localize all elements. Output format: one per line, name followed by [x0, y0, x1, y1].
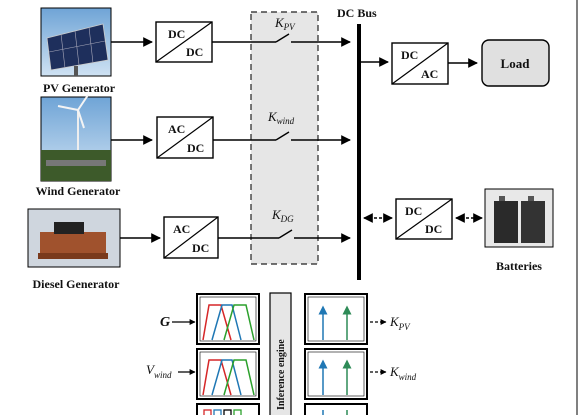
- input-vwind-label: Vwind: [146, 362, 172, 380]
- wind-converter: AC DC: [111, 116, 214, 159]
- output-kwind-main: K: [389, 364, 400, 379]
- inference-engine-box: [269, 292, 292, 415]
- load-branch: DC AC Load: [361, 39, 550, 87]
- input-g-label: G: [160, 315, 170, 330]
- pv-converter-out: DC: [186, 45, 203, 59]
- output-kwind-sub: wind: [399, 372, 417, 382]
- pv-generator: PV Generator: [40, 7, 116, 95]
- output-kwind-label: Kwind: [389, 364, 417, 382]
- input-mf-box-2: [196, 348, 260, 400]
- pv-converter: DC DC: [111, 21, 213, 63]
- output-kpv-sub: PV: [398, 322, 411, 332]
- wind-converter-in: AC: [168, 122, 185, 136]
- switch-panel: [250, 11, 319, 265]
- battery-branch: DC DC Batteries: [363, 188, 554, 273]
- svg-text:Kwind: Kwind: [267, 109, 295, 126]
- output-mf-box-3: [304, 403, 368, 415]
- switch-dg-sub: DG: [280, 214, 294, 224]
- pv-generator-label: PV Generator: [43, 81, 116, 95]
- output-kpv-label: KPV: [389, 314, 411, 332]
- output-mf-box-2: [304, 348, 368, 400]
- battery-converter-out: DC: [425, 222, 442, 236]
- switch-wind-sub: wind: [277, 116, 295, 126]
- batteries-label: Batteries: [496, 259, 542, 273]
- wind-generator-label: Wind Generator: [36, 184, 121, 198]
- load-box: [481, 39, 550, 87]
- wind-generator: Wind Generator: [36, 94, 121, 198]
- input-mf-box-1: [196, 293, 260, 345]
- diesel-converter: AC DC: [120, 216, 219, 259]
- battery-converter-in: DC: [405, 204, 422, 218]
- generator-icon: [38, 222, 108, 259]
- solar-panel-icon: [46, 23, 109, 76]
- switch-wind: Kwind: [213, 109, 351, 145]
- switch-dg-k: K: [271, 207, 282, 222]
- input-mf-box-3: [196, 403, 260, 415]
- diesel-generator: Diesel Generator: [27, 208, 121, 291]
- inference-engine-label: Inference engine: [276, 339, 287, 410]
- switch-wind-k: K: [267, 109, 278, 124]
- diesel-generator-label: Diesel Generator: [33, 277, 121, 291]
- diesel-converter-in: AC: [173, 222, 190, 236]
- switch-dg: KDG: [218, 207, 351, 243]
- output-kpv-main: K: [389, 314, 400, 329]
- battery-icon: [494, 196, 545, 243]
- fuzzy-controller: G Vwind Infer: [146, 292, 417, 415]
- input-vwind-sub: wind: [154, 370, 172, 380]
- input-vwind-main: V: [146, 362, 156, 377]
- load-converter-out: AC: [421, 67, 438, 81]
- diesel-converter-out: DC: [192, 241, 209, 255]
- wind-turbine-icon: [41, 94, 111, 181]
- output-mf-box-1: [304, 293, 368, 345]
- wind-converter-out: DC: [187, 141, 204, 155]
- load-converter-in: DC: [401, 48, 418, 62]
- switch-pv: KPV: [212, 15, 351, 47]
- svg-text:KDG: KDG: [271, 207, 294, 224]
- switch-pv-sub: PV: [283, 22, 296, 32]
- dc-bus-label: DC Bus: [337, 6, 377, 20]
- switch-pv-k: K: [274, 15, 285, 30]
- load-label: Load: [501, 56, 531, 71]
- svg-text:KPV: KPV: [274, 15, 296, 32]
- pv-converter-in: DC: [168, 27, 185, 41]
